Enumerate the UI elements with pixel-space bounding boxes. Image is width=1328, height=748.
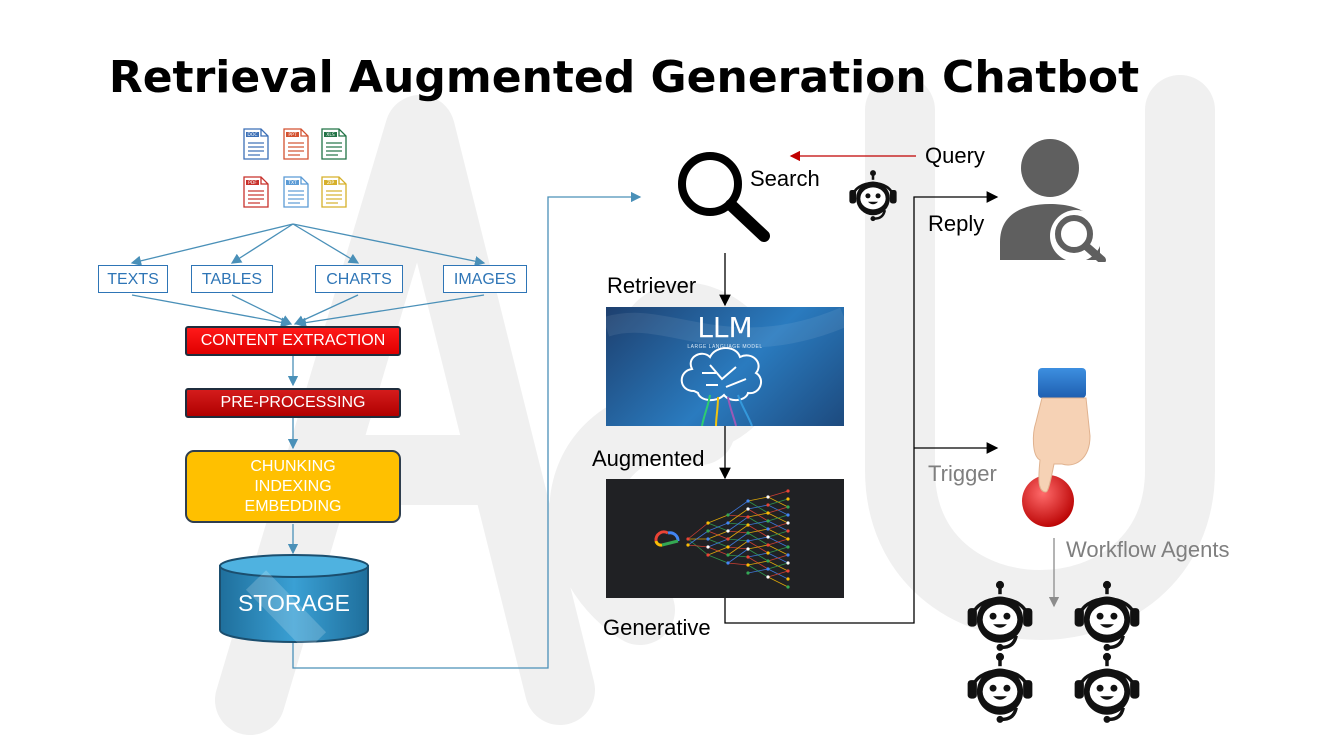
embedding-label: EMBEDDING (244, 497, 342, 515)
pre-processing-box: PRE-PROCESSING (185, 388, 401, 418)
cloud-logo-icon (654, 530, 680, 547)
svg-text:DOC: DOC (247, 132, 257, 138)
retriever-label: Retriever (607, 273, 697, 298)
trigger-button-icon (1022, 368, 1091, 527)
arrow-generative-to-reply (724, 191, 999, 624)
agent-bot-icon (1070, 650, 1144, 729)
user-search-icon (1000, 139, 1106, 262)
txt-file-icon: TXT (283, 176, 309, 213)
fanout-arrow-charts (292, 223, 360, 264)
search-label: Search (750, 166, 820, 191)
fanout-arrow-images (292, 223, 486, 267)
chatbot-icon (846, 168, 900, 227)
content-type-tables: TABLES (191, 265, 273, 293)
merge-arrow-tables (231, 294, 293, 325)
merge-arrow-images (295, 294, 485, 328)
content-type-charts: CHARTS (315, 265, 403, 293)
augmented-label: Augmented (592, 446, 705, 471)
storage-label: STORAGE (237, 590, 351, 616)
llm-panel: LLM LARGE LANGUAGE MODEL (606, 307, 844, 426)
llm-brain-icon (606, 307, 844, 426)
fanout-arrow-texts (130, 223, 294, 266)
svg-text:ZIP: ZIP (327, 180, 334, 186)
llm-title: LLM (697, 311, 753, 344)
neural-network-graphic (654, 489, 790, 589)
merge-arrow-texts (131, 294, 292, 328)
xls-file-icon: XLS (321, 128, 347, 165)
storage-cylinder-icon (219, 554, 369, 646)
content-type-images: IMAGES (443, 265, 527, 293)
reply-label: Reply (928, 211, 985, 236)
chunking-label: CHUNKING (250, 457, 336, 475)
fanout-arrow-tables (230, 223, 294, 264)
content-extraction-box: CONTENT EXTRACTION (185, 326, 401, 356)
ppt-file-icon: PPT (283, 128, 309, 165)
arrow-storage-to-search (292, 191, 642, 669)
agent-bot-icon (963, 578, 1037, 657)
query-label: Query (925, 143, 985, 168)
chunking-indexing-embedding-box: CHUNKING INDEXING EMBEDDING (185, 450, 401, 523)
agent-bot-icon (963, 650, 1037, 729)
workflow-agents-label: Workflow Agents (1066, 537, 1230, 562)
generative-network-panel (606, 479, 844, 598)
svg-text:XLS: XLS (326, 132, 335, 138)
svg-text:PDF: PDF (248, 180, 257, 186)
content-type-texts: TEXTS (98, 265, 168, 293)
page-title: Retrieval Augmented Generation Chatbot (108, 52, 1140, 103)
magnifier-icon (678, 152, 770, 242)
doc-file-icon: DOC (243, 128, 269, 165)
zip-file-icon: ZIP (321, 176, 347, 213)
indexing-label: INDEXING (254, 477, 332, 495)
svg-text:TXT: TXT (287, 180, 297, 186)
trigger-label: Trigger (928, 461, 997, 486)
llm-subtitle: LARGE LANGUAGE MODEL (687, 344, 763, 350)
svg-text:PPT: PPT (288, 132, 296, 138)
generative-label: Generative (603, 615, 711, 640)
agent-bot-icon (1070, 578, 1144, 657)
pdf-file-icon: PDF (243, 176, 269, 213)
